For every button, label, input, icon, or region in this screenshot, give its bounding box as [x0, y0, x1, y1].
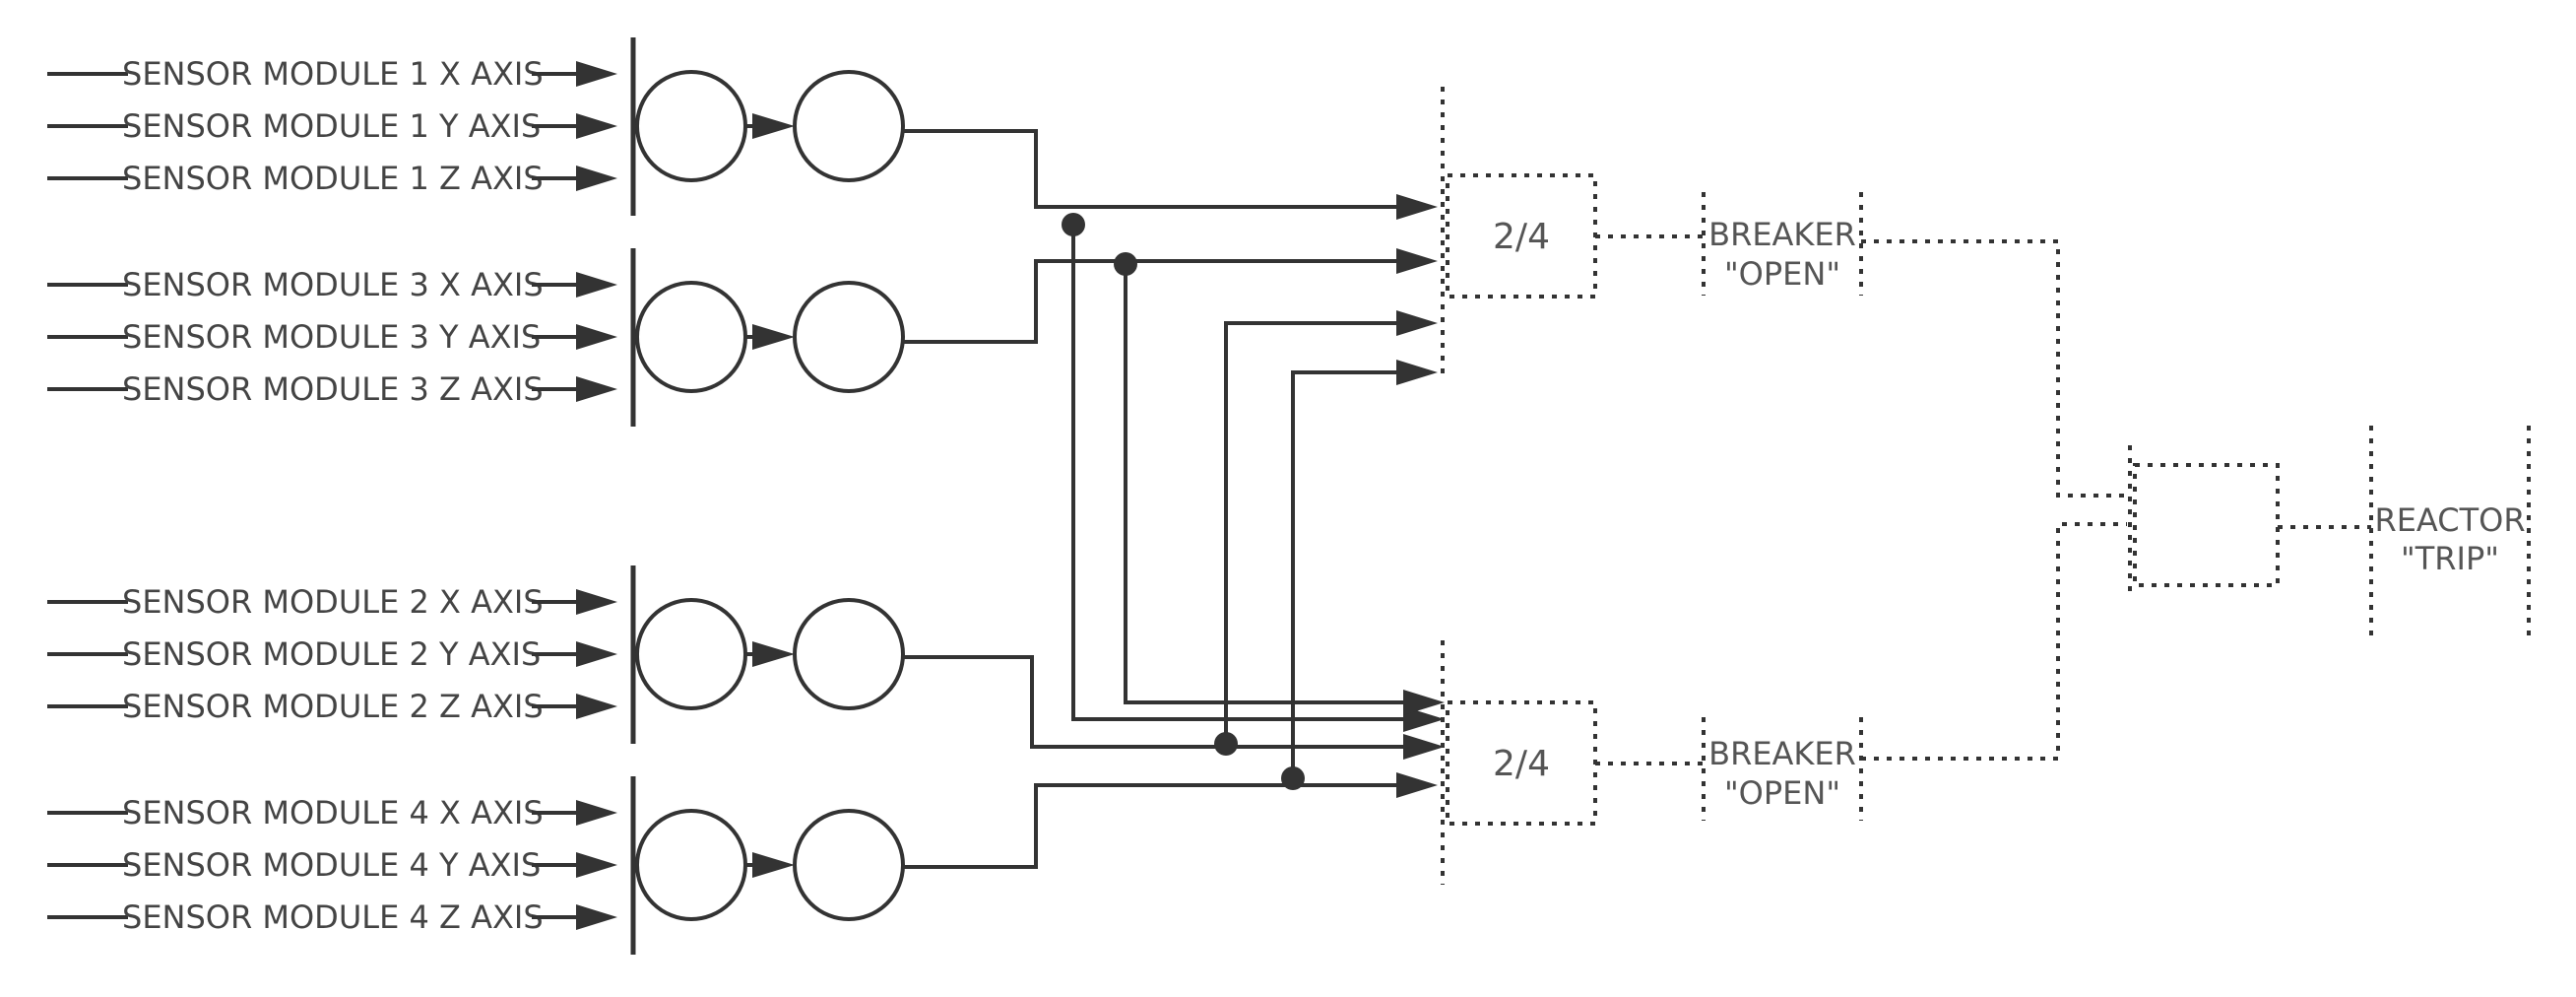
- wire-module3-bottom: [1124, 264, 1406, 704]
- arrowhead: [1396, 360, 1438, 385]
- breaker-label-bottom-line2: "OPEN": [1724, 774, 1840, 812]
- sensor-processor-circle: [635, 70, 747, 182]
- sensor-label: SENSOR MODULE 3 Y AXIS: [122, 318, 541, 356]
- arrowhead: [576, 641, 617, 667]
- sensor-processor-circle: [635, 598, 747, 710]
- sensor-processor-circle: [635, 809, 747, 921]
- wire-module3-top: [901, 259, 1398, 344]
- sensor-label: SENSOR MODULE 4 X AXIS: [122, 794, 544, 831]
- sensor-label: SENSOR MODULE 3 Z AXIS: [122, 370, 544, 408]
- processing-wiring: [901, 129, 1445, 869]
- sensor-label: SENSOR MODULE 1 Z AXIS: [122, 160, 544, 197]
- arrowhead: [576, 113, 617, 139]
- sensor-label: SENSOR MODULE 4 Y AXIS: [122, 846, 541, 884]
- junction-node: [1062, 213, 1085, 236]
- wire-module4-bottom: [901, 783, 1398, 869]
- voting-logic: 2/4 2/4: [1441, 87, 1704, 885]
- junction-node: [1214, 732, 1238, 756]
- breakers: BREAKER "OPEN" BREAKER "OPEN": [1702, 192, 1863, 821]
- sensor-group: SENSOR MODULE 2 X AXIS SENSOR MODULE 2 Y …: [47, 565, 905, 744]
- arrowhead: [576, 589, 617, 615]
- breaker-to-combiner-top: [1861, 239, 2127, 498]
- sensor-label: SENSOR MODULE 1 X AXIS: [122, 55, 544, 93]
- sensor-label: SENSOR MODULE 2 X AXIS: [122, 583, 544, 621]
- arrowhead: [1403, 734, 1445, 760]
- arrowhead: [752, 641, 795, 667]
- sensor-group: SENSOR MODULE 3 X AXIS SENSOR MODULE 3 Y …: [47, 248, 905, 427]
- breaker-label-top-line1: BREAKER: [1708, 216, 1856, 253]
- arrowhead: [576, 904, 617, 930]
- arrowhead: [576, 324, 617, 350]
- breaker-label-bottom-line1: BREAKER: [1708, 735, 1856, 772]
- arrowhead: [576, 852, 617, 878]
- arrowhead: [576, 61, 617, 87]
- sensor-label: SENSOR MODULE 2 Y AXIS: [122, 635, 541, 673]
- junction-node: [1281, 766, 1305, 790]
- arrowhead: [752, 324, 795, 350]
- trip-unit-circle: [793, 809, 905, 921]
- arrowhead: [576, 800, 617, 826]
- vote-label-bottom: 2/4: [1493, 744, 1550, 784]
- sensor-label: SENSOR MODULE 1 Y AXIS: [122, 107, 541, 145]
- arrowhead: [576, 272, 617, 298]
- trip-logic: REACTOR "TRIP": [1861, 239, 2531, 761]
- breaker-label-top-line2: "OPEN": [1724, 255, 1840, 293]
- sensor-label: SENSOR MODULE 3 X AXIS: [122, 266, 544, 303]
- arrowhead: [1396, 772, 1438, 798]
- sensor-group: SENSOR MODULE 4 X AXIS SENSOR MODULE 4 Y …: [47, 776, 905, 955]
- sensor-processor-circle: [635, 281, 747, 393]
- trip-unit-circle: [793, 70, 905, 182]
- trip-unit-circle: [793, 281, 905, 393]
- junction-node: [1114, 252, 1137, 276]
- vote-label-top: 2/4: [1493, 217, 1550, 257]
- arrowhead: [752, 852, 795, 878]
- arrowhead: [1396, 310, 1438, 336]
- output-label-line1: REACTOR: [2374, 501, 2525, 539]
- arrowhead: [576, 376, 617, 402]
- breaker-to-combiner-bottom: [1861, 522, 2127, 761]
- arrowhead: [752, 113, 795, 139]
- arrowhead: [1396, 194, 1438, 220]
- wire-module1-bottom: [1071, 225, 1406, 721]
- arrowhead: [576, 694, 617, 719]
- arrowhead: [1403, 690, 1445, 715]
- output-label-line2: "TRIP": [2401, 540, 2499, 577]
- wire-module1-top: [901, 129, 1398, 209]
- sensor-inputs: SENSOR MODULE 1 X AXIS SENSOR MODULE 1 Y …: [47, 37, 905, 955]
- trip-unit-circle: [793, 598, 905, 710]
- wire-module2-top: [1224, 321, 1398, 744]
- sensor-label: SENSOR MODULE 4 Z AXIS: [122, 898, 544, 936]
- sensor-label: SENSOR MODULE 2 Z AXIS: [122, 688, 544, 725]
- arrowhead: [576, 166, 617, 191]
- sensor-group: SENSOR MODULE 1 X AXIS SENSOR MODULE 1 Y …: [47, 37, 905, 216]
- arrowhead: [1403, 706, 1445, 732]
- arrowhead: [1396, 248, 1438, 274]
- wire-module4-top: [1291, 370, 1398, 778]
- combiner-box: [2133, 463, 2280, 587]
